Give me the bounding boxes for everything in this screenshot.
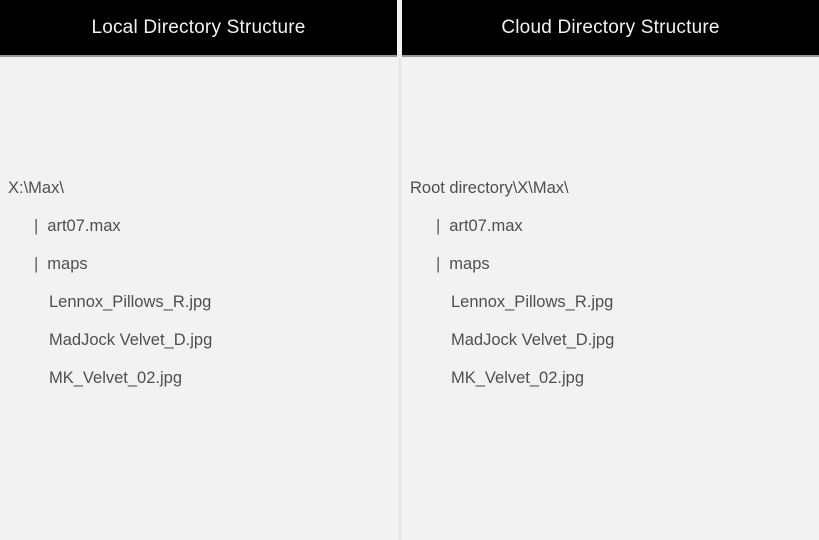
tree-entry-label: MadJock Velvet_D.jpg (451, 331, 615, 349)
tree-entry: Lennox_Pillows_R.jpg (0, 283, 397, 321)
tree-entry-label: art07.max (47, 217, 121, 235)
local-panel-header: Local Directory Structure (0, 0, 397, 57)
tree-entry-label: art07.max (449, 217, 523, 235)
tree-branch-pipe: | (436, 217, 441, 235)
tree-entry: | art07.max (402, 207, 819, 245)
tree-branch-pipe: | (436, 255, 441, 273)
column-divider (399, 59, 401, 540)
tree-branch-pipe: | (34, 217, 39, 235)
local-panel: Local Directory Structure X:\Max\ | art07… (0, 0, 397, 540)
cloud-directory-tree: Root directory\X\Max\ | art07.max | maps L… (402, 57, 819, 397)
tree-entry-label: MadJock Velvet_D.jpg (49, 331, 213, 349)
cloud-panel: Cloud Directory Structure Root directory… (402, 0, 819, 540)
tree-entry-label: maps (47, 255, 88, 273)
tree-root-path: X:\Max\ (8, 179, 64, 197)
tree-entry-label: Lennox_Pillows_R.jpg (49, 293, 212, 311)
local-directory-tree: X:\Max\ | art07.max | maps Lennox_Pillows_… (0, 57, 397, 397)
tree-entry-label: MK_Velvet_02.jpg (49, 369, 183, 387)
cloud-panel-title: Cloud Directory Structure (501, 16, 720, 38)
tree-entry: Lennox_Pillows_R.jpg (402, 283, 819, 321)
tree-root-path: Root directory\X\Max\ (410, 179, 569, 197)
tree-entry-label: MK_Velvet_02.jpg (451, 369, 585, 387)
tree-entry-label: Lennox_Pillows_R.jpg (451, 293, 614, 311)
local-panel-title: Local Directory Structure (91, 16, 306, 38)
cloud-panel-header: Cloud Directory Structure (402, 0, 819, 57)
tree-entry: | art07.max (0, 207, 397, 245)
tree-entry: MK_Velvet_02.jpg (0, 359, 397, 397)
tree-entry: | maps (402, 245, 819, 283)
tree-entry: | maps (0, 245, 397, 283)
tree-branch-pipe: | (34, 255, 39, 273)
tree-entry: MadJock Velvet_D.jpg (402, 321, 819, 359)
tree-entry-label: maps (449, 255, 490, 273)
tree-entry: MK_Velvet_02.jpg (402, 359, 819, 397)
tree-entry: MadJock Velvet_D.jpg (0, 321, 397, 359)
